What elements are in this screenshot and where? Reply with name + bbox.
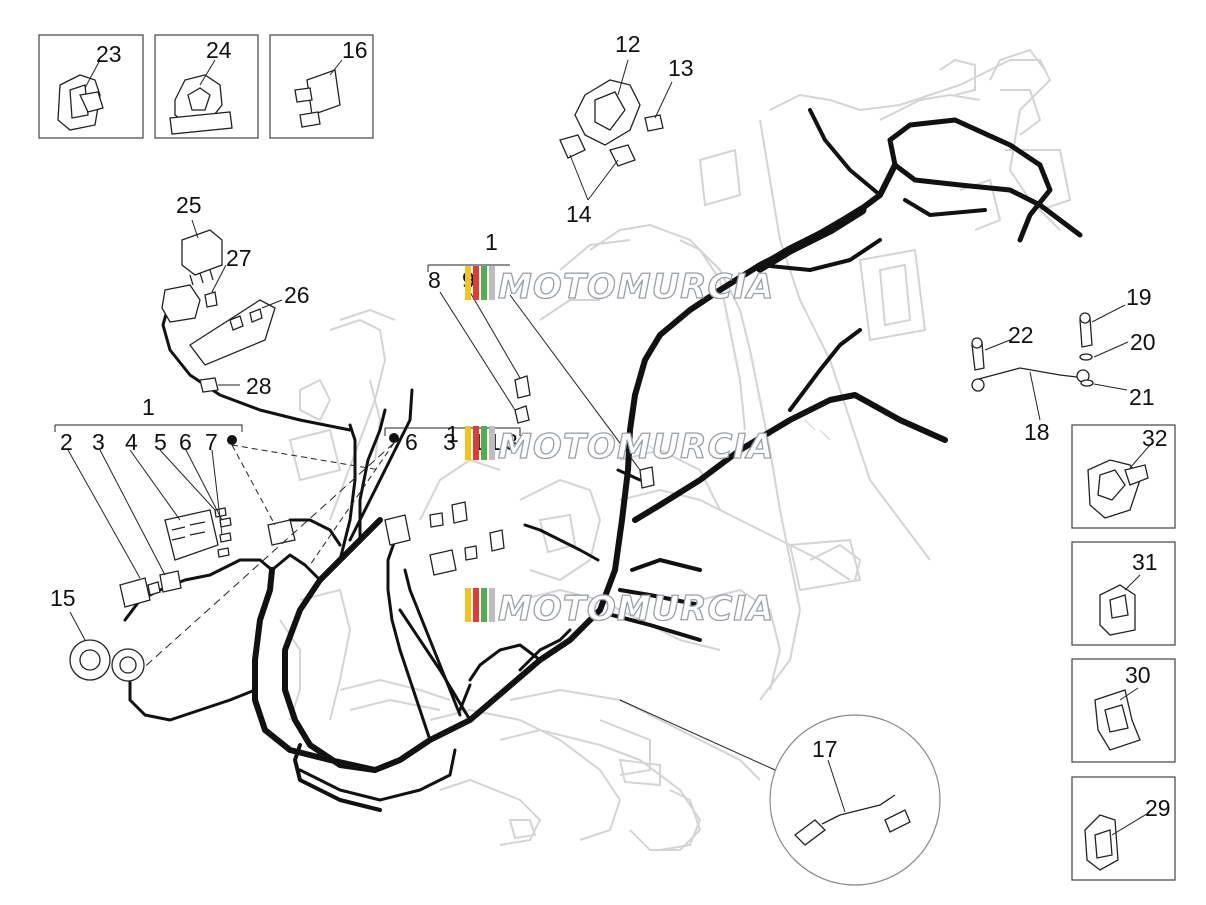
- part-17-detail: [619, 699, 941, 886]
- part-ground-cable: [971, 304, 1129, 421]
- callout-23: 23: [96, 41, 122, 67]
- callout-6-center: 6: [405, 429, 418, 455]
- callout-8: 8: [428, 267, 441, 293]
- callout-20: 20: [1130, 329, 1156, 355]
- part-box-32: [1071, 424, 1176, 529]
- callout-1-center: 1: [446, 421, 459, 447]
- callout-26: 26: [284, 282, 310, 308]
- part-box-31: [1071, 541, 1176, 646]
- callout-27: 27: [226, 245, 252, 271]
- callout-25: 25: [176, 192, 202, 218]
- scooter-frame-outline: [279, 48, 1072, 851]
- part-box-29: [1071, 776, 1176, 881]
- callout-31: 31: [1132, 549, 1158, 575]
- part-15: [69, 611, 145, 682]
- callout-7: 7: [205, 429, 218, 455]
- callout-6-left: 6: [179, 429, 192, 455]
- watermark-3: MOTOMURCIA: [465, 588, 774, 630]
- callout-30: 30: [1125, 662, 1151, 688]
- callout-17: 17: [812, 736, 838, 762]
- callout-3-center: 3: [443, 429, 456, 455]
- part-connector-group-center: [129, 427, 521, 681]
- part-box-30: [1071, 658, 1176, 763]
- watermark-1: MOTOMURCIA: [465, 266, 774, 308]
- part-clamp-12-13-14: [559, 59, 673, 201]
- part-connector-group-left: [54, 424, 381, 608]
- callout-2: 2: [60, 429, 73, 455]
- part-box-23: [38, 34, 144, 139]
- callout-21: 21: [1129, 384, 1155, 410]
- callout-labels: 23 24 16 12 13 14 25 27 26 28 1 8 9 1 2 …: [50, 31, 1171, 821]
- callout-24: 24: [206, 37, 232, 63]
- callout-29: 29: [1145, 795, 1171, 821]
- callout-15: 15: [50, 585, 76, 611]
- callout-28: 28: [246, 373, 272, 399]
- watermark-text-1: MOTOMURCIA: [498, 267, 774, 307]
- callout-5: 5: [154, 429, 167, 455]
- part-box-24: [154, 34, 259, 139]
- callout-19: 19: [1126, 284, 1152, 310]
- watermark-2: MOTOMURCIA: [465, 426, 774, 468]
- part-box-16: [269, 34, 374, 139]
- callout-1-upper: 1: [485, 229, 498, 255]
- watermark-text-2: MOTOMURCIA: [498, 427, 774, 467]
- main-wiring-harness: [123, 108, 1083, 812]
- watermark-text-3: MOTOMURCIA: [498, 589, 774, 629]
- callout-1-left: 1: [142, 394, 155, 420]
- callout-3-right: 3: [505, 429, 518, 455]
- callout-18: 18: [1024, 419, 1050, 445]
- callout-13: 13: [668, 55, 694, 81]
- callout-32: 32: [1142, 425, 1168, 451]
- callout-14: 14: [566, 201, 592, 227]
- callout-3-left: 3: [92, 429, 105, 455]
- callout-4: 4: [125, 429, 138, 455]
- part-connector-group-upper: [427, 264, 655, 489]
- callout-12: 12: [615, 31, 641, 57]
- callout-16: 16: [342, 37, 368, 63]
- part-relay-group: [161, 219, 283, 393]
- callout-22: 22: [1008, 322, 1034, 348]
